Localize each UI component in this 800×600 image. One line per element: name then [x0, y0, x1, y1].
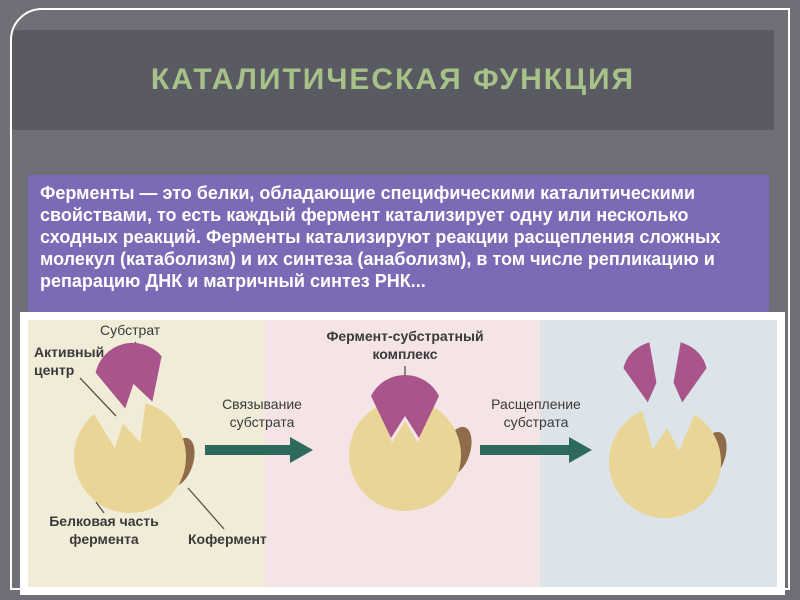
enzyme-shape-middle — [349, 405, 461, 512]
substrate-piece-right — [673, 342, 707, 403]
diagram-shapes — [74, 341, 727, 530]
cleavage-arrow-icon — [480, 437, 592, 463]
active-center-label: Активный центр — [34, 344, 105, 378]
active-center-connector-line — [79, 377, 117, 417]
protein-part-connector-line — [95, 501, 105, 514]
enzyme-shape-right — [609, 410, 721, 518]
enzyme-diagram: Субстрат Активный центр Белковая часть ф… — [28, 320, 777, 587]
slide-title: КАТАЛИТИЧЕСКАЯ ФУНКЦИЯ — [150, 63, 636, 96]
binding-label: Связывание субстрата — [222, 396, 302, 430]
substrate-label: Субстрат — [100, 322, 161, 338]
substrate-shape-docked — [371, 374, 439, 438]
coenzyme-connector-line — [187, 487, 225, 530]
substrate-shape-left — [95, 342, 162, 409]
complex-label: Фермент-субстратный комплекс — [326, 328, 484, 362]
coenzyme-label: Кофермент — [188, 531, 267, 547]
protein-part-label: Белковая часть фермента — [49, 513, 159, 547]
enzyme-shape-left — [74, 403, 186, 514]
enzyme-figure: Субстрат Активный центр Белковая часть ф… — [20, 312, 785, 595]
substrate-piece-left — [623, 342, 657, 403]
cleavage-label: Расщепление субстрата — [491, 396, 581, 430]
binding-arrow-icon — [205, 437, 313, 463]
title-band: КАТАЛИТИЧЕСКАЯ ФУНКЦИЯ — [12, 30, 774, 130]
definition-text-box: Ферменты — это белки, обладающие специфи… — [28, 175, 769, 315]
definition-text: Ферменты — это белки, обладающие специфи… — [40, 183, 721, 291]
